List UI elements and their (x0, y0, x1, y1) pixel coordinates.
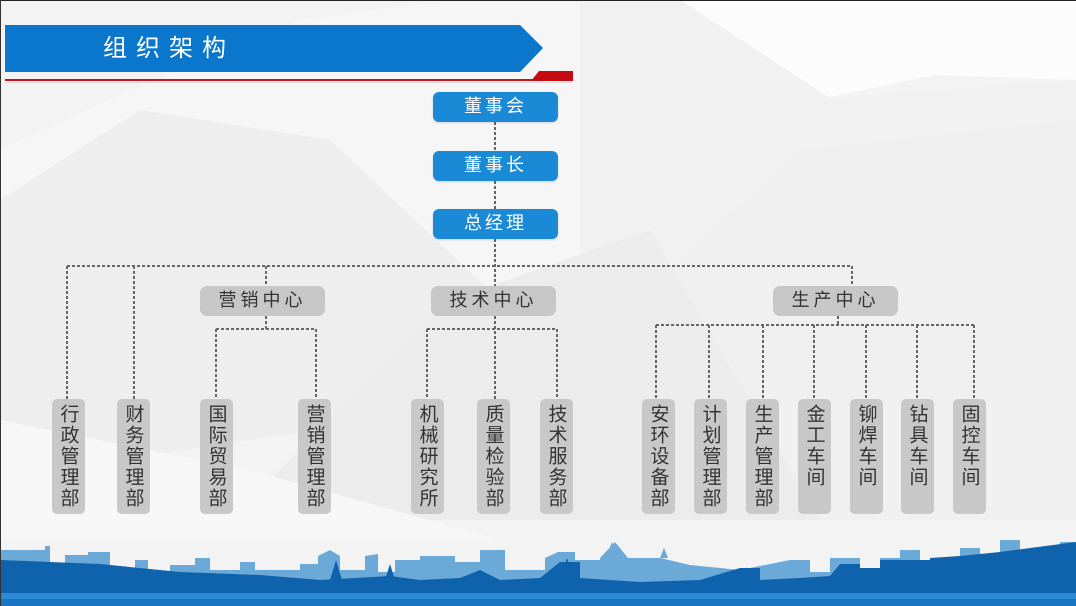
node-technical-service-dept: 技术服务部 (540, 399, 573, 514)
title-underline (5, 79, 573, 81)
dept-label: 安环设备部 (647, 404, 670, 509)
node-general-manager: 总经理 (433, 209, 558, 239)
node-marketing-management-dept: 营销管理部 (298, 399, 331, 514)
dept-label: 营销管理部 (303, 404, 326, 509)
node-quality-inspection-dept: 质量检验部 (477, 399, 510, 514)
node-marketing-center: 营销中心 (200, 286, 325, 316)
title-banner (5, 25, 543, 72)
dept-label: 财务管理部 (122, 404, 145, 509)
dept-label: 生产管理部 (751, 404, 774, 509)
node-metalworking-workshop: 金工车间 (798, 399, 831, 514)
node-board-of-directors: 董事会 (433, 92, 558, 122)
city-skyline-footer (0, 540, 1076, 606)
node-finance-dept: 财务管理部 (117, 399, 150, 514)
node-international-trade-dept: 国际贸易部 (200, 399, 233, 514)
title-shadow-line (5, 82, 573, 83)
page-title: 组织架构 (103, 34, 235, 62)
node-planning-management-dept: 计划管理部 (694, 399, 727, 514)
node-safety-equipment-dept: 安环设备部 (642, 399, 675, 514)
node-mechanical-research-institute: 机械研究所 (411, 399, 444, 514)
node-chairman: 董事长 (433, 151, 558, 181)
dept-label: 质量检验部 (482, 404, 505, 509)
node-technology-center: 技术中心 (431, 286, 556, 316)
dept-label: 技术服务部 (545, 404, 568, 509)
frame-border-top (0, 0, 1076, 1)
dept-label: 计划管理部 (699, 404, 722, 509)
dept-label: 机械研究所 (416, 404, 439, 509)
node-administration-dept: 行政管理部 (52, 399, 85, 514)
dept-label: 铆焊车间 (855, 404, 878, 488)
title-accent-tab (531, 71, 573, 81)
frame-border-left (0, 0, 1, 606)
dept-label: 固控车间 (958, 404, 981, 488)
dept-label: 金工车间 (803, 404, 826, 488)
node-production-center: 生产中心 (773, 286, 898, 316)
dept-label: 国际贸易部 (205, 404, 228, 509)
node-riveting-welding-workshop: 铆焊车间 (850, 399, 883, 514)
node-drilling-tools-workshop: 钻具车间 (901, 399, 934, 514)
node-solids-control-workshop: 固控车间 (953, 399, 986, 514)
node-production-management-dept: 生产管理部 (746, 399, 779, 514)
dept-label: 钻具车间 (906, 404, 929, 488)
dept-label: 行政管理部 (57, 404, 80, 509)
